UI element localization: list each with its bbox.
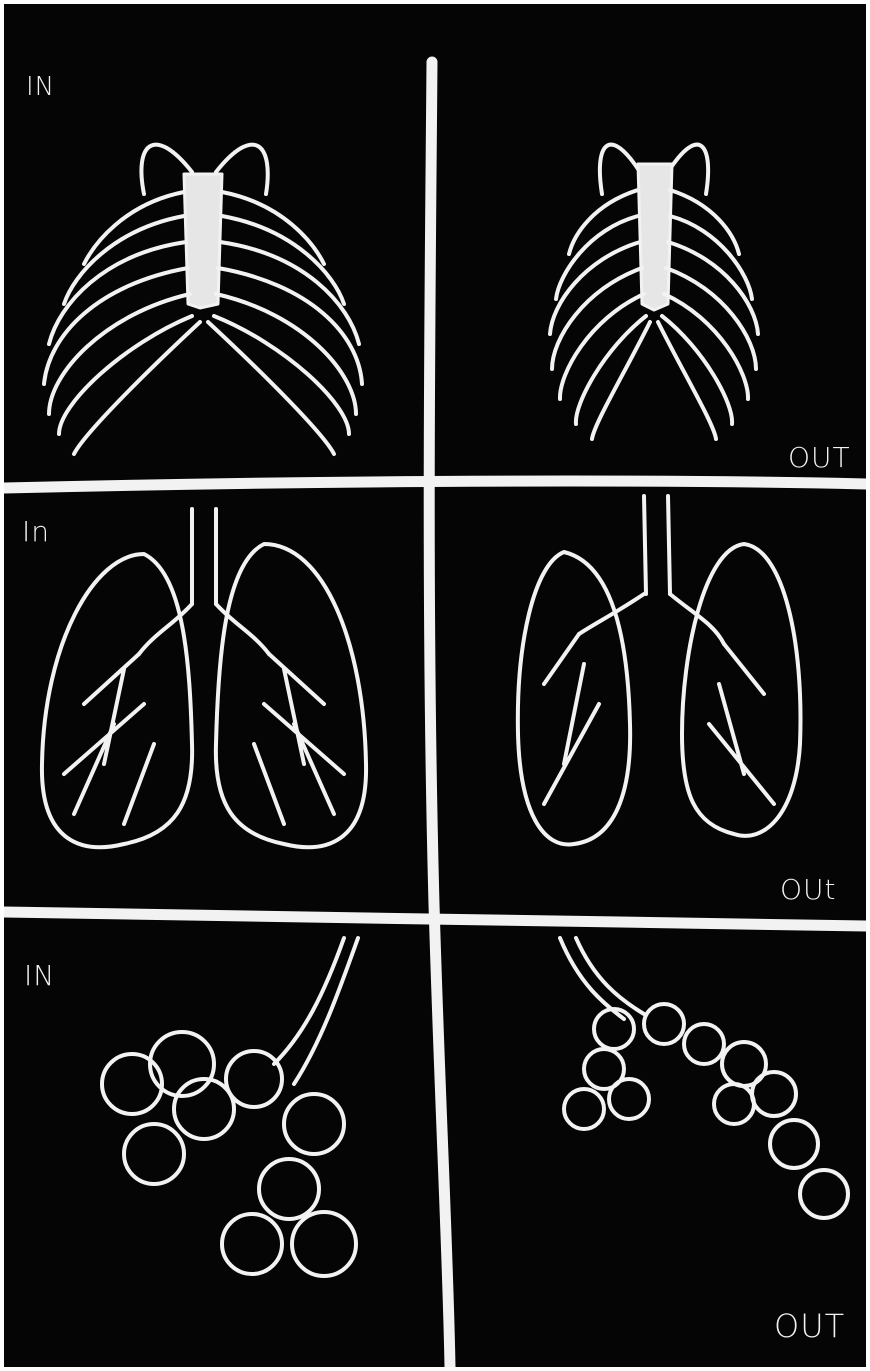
ribcage-exhale-drawing: [550, 145, 758, 439]
label-ribcage-out: OUT: [788, 444, 851, 472]
label-ribcage-in: IN: [26, 74, 55, 100]
label-alveoli-in: IN: [24, 962, 55, 990]
lungs-exhale-drawing: [518, 496, 801, 844]
breathing-illustration: IN OUT In OUt IN OUT: [4, 4, 866, 1367]
label-lungs-in: In: [22, 518, 50, 546]
drawing-canvas: [4, 4, 866, 1367]
lungs-inhale-drawing: [42, 509, 366, 847]
alveoli-inhale-drawing: [102, 938, 358, 1276]
alveoli-exhale-drawing: [560, 938, 848, 1218]
label-lungs-out: OUt: [780, 876, 837, 904]
label-alveoli-out: OUT: [774, 1310, 845, 1342]
ribcage-inhale-drawing: [44, 145, 362, 454]
